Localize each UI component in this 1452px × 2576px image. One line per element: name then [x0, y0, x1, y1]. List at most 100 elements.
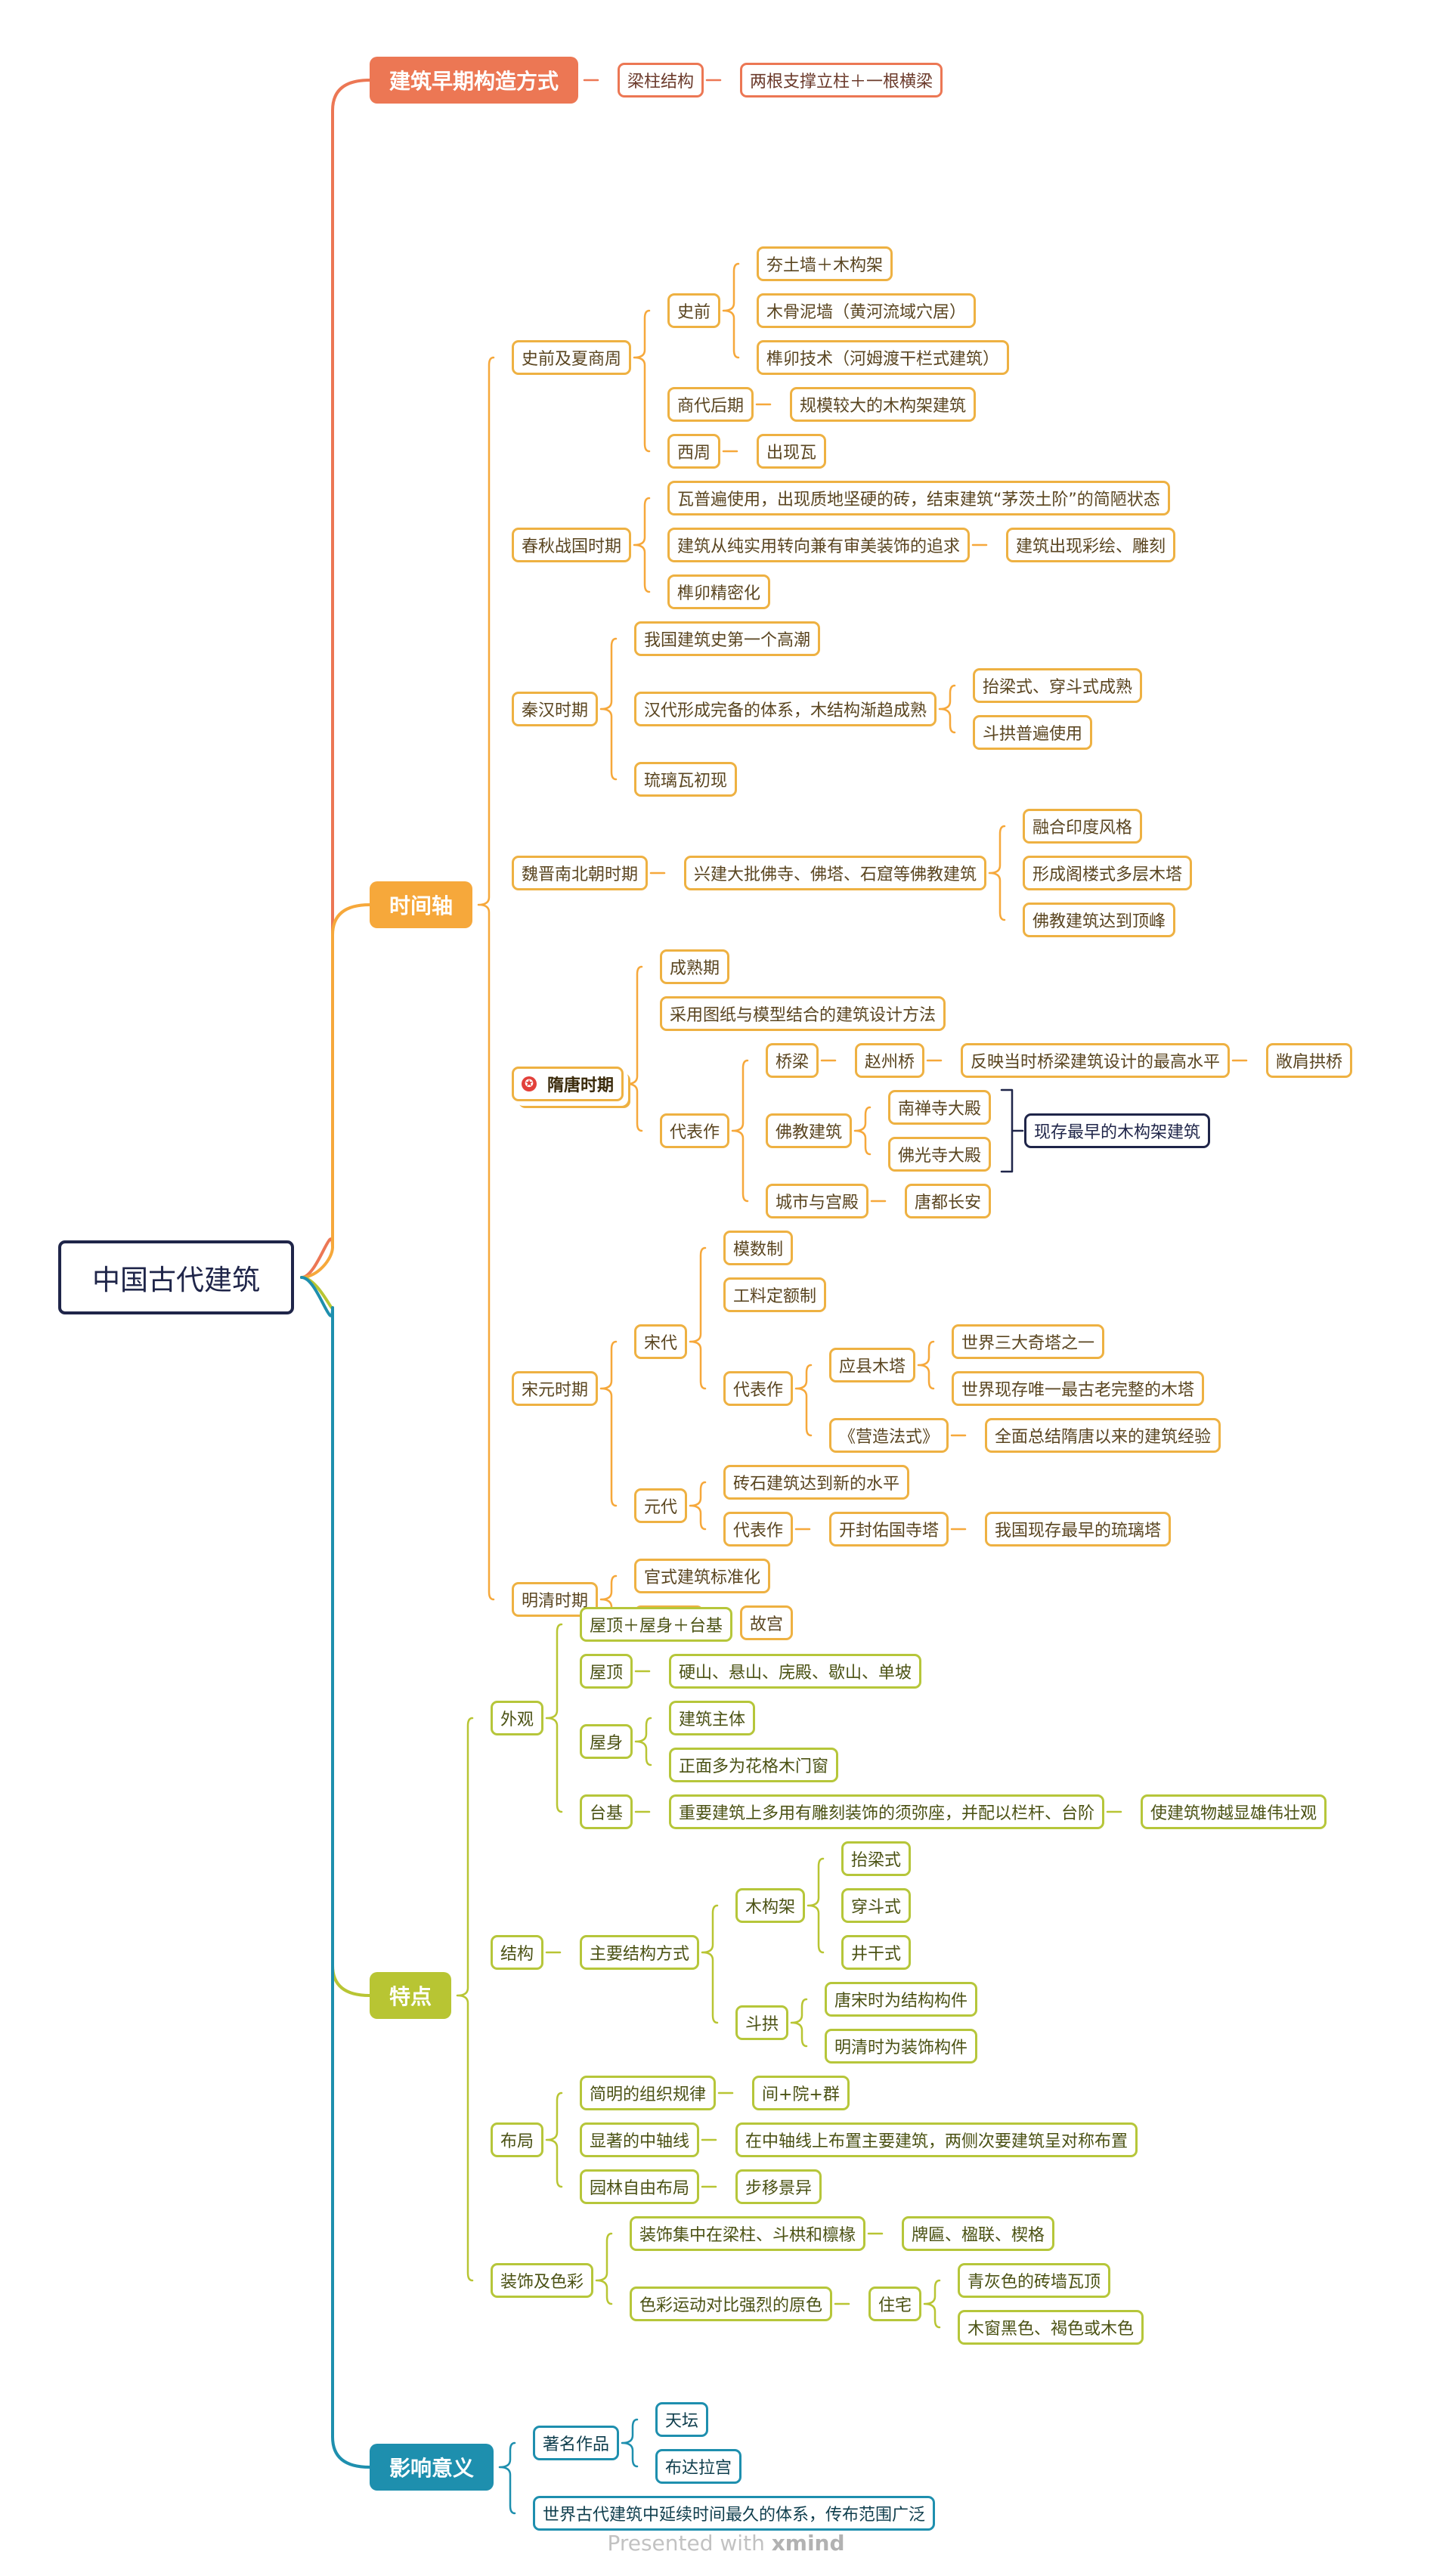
mindmap-node[interactable]: 牌匾、楹联、楔格	[902, 2216, 1055, 2251]
mindmap-node[interactable]: 秦汉时期	[512, 692, 599, 726]
node-highlight[interactable]: ✪隋唐时期	[512, 1067, 624, 1101]
mindmap-node[interactable]: 世界三大奇塔之一	[952, 1324, 1105, 1359]
mindmap-node[interactable]: 硬山、悬山、庑殿、歇山、单坡	[669, 1654, 922, 1689]
mindmap-node[interactable]: 显著的中轴线	[580, 2122, 700, 2157]
mindmap-node[interactable]: 夯土墙＋木构架	[757, 246, 893, 281]
mindmap-node[interactable]: 形成阁楼式多层木塔	[1023, 856, 1193, 890]
main-topic[interactable]: 建筑早期构造方式	[370, 57, 579, 104]
mindmap-node[interactable]: 装饰及色彩	[491, 2263, 594, 2298]
mindmap-node[interactable]: 模数制	[723, 1231, 794, 1265]
mindmap-node[interactable]: 《营造法式》	[829, 1418, 949, 1453]
mindmap-node[interactable]: 结构	[491, 1935, 544, 1970]
mindmap-node[interactable]: 瓦普遍使用，出现质地坚硬的砖，结束建筑“茅茨土阶”的简陋状态	[667, 481, 1170, 516]
mindmap-node[interactable]: 两根支撑立柱＋一根横梁	[740, 63, 943, 98]
mindmap-node[interactable]: 木窗黑色、褐色或木色	[958, 2310, 1144, 2345]
mindmap-node[interactable]: 魏晋南北朝时期	[512, 856, 649, 890]
mindmap-node[interactable]: 宋元时期	[512, 1371, 599, 1406]
mindmap-node[interactable]: 布局	[491, 2122, 544, 2157]
mindmap-node[interactable]: 代表作	[723, 1512, 794, 1547]
mindmap-node[interactable]: 官式建筑标准化	[634, 1559, 771, 1593]
mindmap-node[interactable]: 元代	[634, 1488, 688, 1523]
mindmap-node[interactable]: 工料定额制	[723, 1277, 827, 1312]
mindmap-node[interactable]: 故宫	[740, 1605, 794, 1640]
mindmap-node[interactable]: 主要结构方式	[580, 1935, 700, 1970]
mindmap-node[interactable]: 穿斗式	[841, 1888, 912, 1923]
main-topic[interactable]: 影响意义	[370, 2444, 494, 2491]
mindmap-node[interactable]: 融合印度风格	[1023, 809, 1143, 844]
mindmap-node[interactable]: 城市与宫殿	[766, 1184, 869, 1218]
mindmap-node[interactable]: 木骨泥墙（黄河流域穴居）	[757, 293, 977, 328]
mindmap-node[interactable]: 史前	[667, 293, 721, 328]
mindmap-node[interactable]: 琉璃瓦初现	[634, 762, 738, 797]
main-topic[interactable]: 特点	[370, 1972, 452, 2019]
mindmap-node[interactable]: 屋顶	[580, 1654, 633, 1689]
mindmap-node[interactable]: 井干式	[841, 1935, 912, 1970]
mindmap-node[interactable]: 汉代形成完备的体系，木结构渐趋成熟	[634, 692, 937, 726]
mindmap-node[interactable]: 砖石建筑达到新的水平	[723, 1465, 910, 1500]
mindmap-node[interactable]: 唐都长安	[905, 1184, 992, 1218]
mindmap-node[interactable]: 明清时为装饰构件	[825, 2029, 978, 2064]
mindmap-node[interactable]: 建筑出现彩绘、雕刻	[1006, 528, 1176, 562]
mindmap-node[interactable]: 在中轴线上布置主要建筑，两侧次要建筑呈对称布置	[735, 2122, 1138, 2157]
mindmap-node[interactable]: 木构架	[735, 1888, 806, 1923]
mindmap-node[interactable]: 梁柱结构	[618, 63, 704, 98]
mindmap-node[interactable]: 南禅寺大殿	[888, 1090, 992, 1125]
mindmap-node[interactable]: 间+院+群	[752, 2076, 850, 2110]
mindmap-node[interactable]: 色彩运动对比强烈的原色	[630, 2287, 833, 2321]
mindmap-node[interactable]: 正面多为花格木门窗	[669, 1748, 839, 1782]
mindmap-node[interactable]: 代表作	[723, 1371, 794, 1406]
mindmap-node[interactable]: 简明的组织规律	[580, 2076, 717, 2110]
mindmap-node[interactable]: 住宅	[868, 2287, 922, 2321]
mindmap-node[interactable]: 采用图纸与模型结合的建筑设计方法	[660, 996, 946, 1031]
mindmap-node[interactable]: 兴建大批佛寺、佛塔、石窟等佛教建筑	[684, 856, 987, 890]
mindmap-node[interactable]: 著名作品	[533, 2426, 620, 2460]
mindmap-node[interactable]: 青灰色的砖墙瓦顶	[958, 2263, 1111, 2298]
mindmap-node[interactable]: 榫卯精密化	[667, 574, 771, 609]
mindmap-node[interactable]: 佛教建筑	[766, 1113, 853, 1148]
mindmap-node[interactable]: 明清时期	[512, 1582, 599, 1617]
mindmap-node[interactable]: 布达拉宫	[655, 2449, 742, 2484]
mindmap-node[interactable]: 榫卯技术（河姆渡干栏式建筑）	[757, 340, 1010, 375]
mindmap-node[interactable]: 步移景异	[735, 2169, 822, 2204]
mindmap-node[interactable]: 赵州桥	[855, 1043, 925, 1078]
mindmap-node[interactable]: 斗拱	[735, 2005, 789, 2040]
mindmap-node[interactable]: 我国建筑史第一个高潮	[634, 621, 821, 656]
mindmap-node[interactable]: 屋身	[580, 1724, 633, 1759]
mindmap-node[interactable]: 应县木塔	[829, 1348, 916, 1382]
mindmap-node[interactable]: 敞肩拱桥	[1266, 1043, 1353, 1078]
mindmap-node[interactable]: 建筑从纯实用转向兼有审美装饰的追求	[667, 528, 971, 562]
mindmap-node[interactable]: 外观	[491, 1701, 544, 1735]
mindmap-node[interactable]: 成熟期	[660, 949, 730, 984]
mindmap-node[interactable]: 我国现存最早的琉璃塔	[985, 1512, 1172, 1547]
mindmap-node[interactable]: 全面总结隋唐以来的建筑经验	[985, 1418, 1221, 1453]
main-topic[interactable]: 时间轴	[370, 881, 473, 928]
mindmap-node[interactable]: 园林自由布局	[580, 2169, 700, 2204]
mindmap-node[interactable]: 建筑主体	[669, 1701, 756, 1735]
mindmap-node[interactable]: 宋代	[634, 1324, 688, 1359]
mindmap-node[interactable]: 使建筑物越显雄伟壮观	[1141, 1794, 1327, 1829]
mindmap-node[interactable]: 代表作	[660, 1113, 730, 1148]
mindmap-node[interactable]: 世界古代建筑中延续时间最久的体系，传布范围广泛	[533, 2496, 936, 2531]
mindmap-node[interactable]: 抬梁式	[841, 1841, 912, 1876]
mindmap-node[interactable]: 屋顶＋屋身＋台基	[580, 1607, 733, 1642]
mindmap-node[interactable]: 西周	[667, 434, 721, 469]
mindmap-node[interactable]: 规模较大的木构架建筑	[790, 387, 977, 422]
mindmap-node[interactable]: 佛光寺大殿	[888, 1137, 992, 1172]
mindmap-node[interactable]: 史前及夏商周	[512, 340, 632, 375]
mindmap-node[interactable]: 斗拱普遍使用	[973, 715, 1093, 750]
mindmap-node[interactable]: 台基	[580, 1794, 633, 1829]
mindmap-node[interactable]: 桥梁	[766, 1043, 819, 1078]
root-topic[interactable]: 中国古代建筑	[58, 1240, 294, 1314]
mindmap-node[interactable]: 开封佑国寺塔	[829, 1512, 949, 1547]
mindmap-node[interactable]: 佛教建筑达到顶峰	[1023, 903, 1176, 937]
summary-node[interactable]: 现存最早的木构架建筑	[1024, 1113, 1211, 1148]
mindmap-node[interactable]: 唐宋时为结构构件	[825, 1982, 978, 2017]
mindmap-node[interactable]: 反映当时桥梁建筑设计的最高水平	[961, 1043, 1231, 1078]
mindmap-node[interactable]: 世界现存唯一最古老完整的木塔	[952, 1371, 1205, 1406]
mindmap-node[interactable]: 商代后期	[667, 387, 754, 422]
mindmap-node[interactable]: 出现瓦	[757, 434, 827, 469]
mindmap-node[interactable]: 春秋战国时期	[512, 528, 632, 562]
mindmap-node[interactable]: 重要建筑上多用有雕刻装饰的须弥座，并配以栏杆、台阶	[669, 1794, 1105, 1829]
mindmap-node[interactable]: 装饰集中在梁柱、斗栱和檩椽	[630, 2216, 866, 2251]
mindmap-node[interactable]: 抬梁式、穿斗式成熟	[973, 668, 1143, 703]
